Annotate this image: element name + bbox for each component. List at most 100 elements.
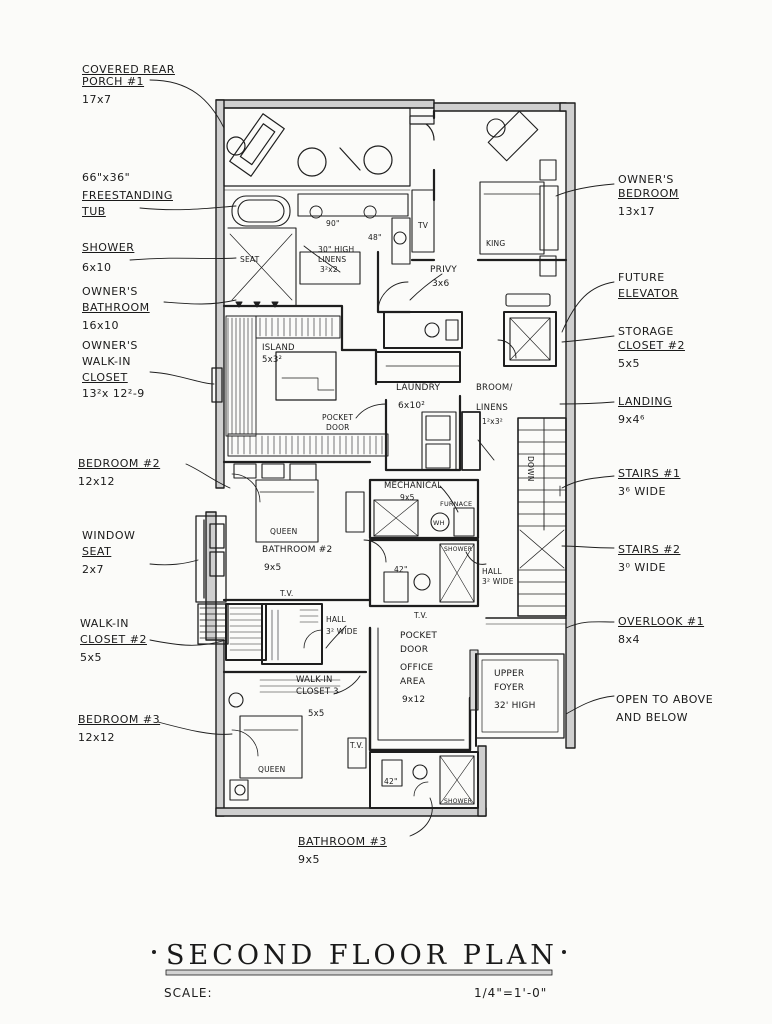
label-furnace: FURNACE (440, 500, 473, 508)
page-title: SECOND FLOOR PLAN (166, 940, 558, 971)
callout-size: 6x10 (82, 261, 112, 274)
label-tv-1: T.V. (280, 589, 294, 598)
callout-line: CLOSET (82, 371, 128, 384)
label-privy-size: 3x6 (432, 279, 450, 289)
label-island-size: 5x3² (262, 355, 283, 365)
callout-line: OWNER'S (618, 173, 674, 186)
callout-line: WALK-IN (82, 355, 131, 368)
callout-line: OWNER'S (82, 339, 138, 352)
callout-line: FREESTANDING (82, 189, 173, 202)
label-king: KING (486, 239, 506, 248)
callout-bathroom-3: BATHROOM #3 9x5 (298, 836, 387, 866)
title-frame (152, 950, 566, 976)
label-hall-2-width: 3² WIDE (326, 627, 358, 636)
callout-owners-walk-in-closet: OWNER'S WALK-IN CLOSET 13²x 12²-9 (82, 340, 145, 400)
callout-size: 9x4⁶ (618, 413, 645, 426)
label-broom: BROOM/ (476, 383, 513, 393)
label-tv-3: T.V. (350, 741, 364, 750)
label-broom-size: 1²x3² (482, 417, 503, 426)
bedroom-2 (222, 460, 372, 602)
label-broom-linens: LINENS (476, 403, 508, 413)
callout-shower: SHOWER 6x10 (82, 242, 134, 274)
upper-foyer (475, 653, 565, 747)
label-high-linens: 30" HIGH (318, 245, 355, 254)
callout-size: 17x7 (82, 93, 112, 106)
callout-line: OWNER'S (82, 285, 138, 298)
label-dim-42b: 42" (384, 777, 398, 786)
callout-line: FUTURE (618, 271, 665, 284)
callout-future-elevator: FUTURE ELEVATOR (618, 272, 679, 300)
callout-line: CLOSET #2 (618, 339, 685, 352)
label-seat: SEAT (240, 255, 260, 264)
label-office-area: AREA (400, 677, 426, 687)
callout-walk-in-closet-2: WALK-IN CLOSET #2 5x5 (80, 618, 147, 664)
callout-size: 12x12 (78, 475, 116, 488)
callout-line: LANDING (618, 395, 673, 408)
callout-line: CLOSET #2 (80, 633, 147, 646)
callout-line: BEDROOM #3 (78, 713, 161, 726)
label-hall-1: HALL (482, 567, 502, 576)
callout-owners-bathroom: OWNER'S BATHROOM 16x10 (82, 286, 150, 332)
label-shower-tag-1: SHOWER (444, 546, 473, 553)
callout-freestanding-tub: 66"x36" FREESTANDING TUB (82, 172, 173, 218)
label-hall-2: HALL (326, 615, 346, 624)
callout-line: 66"x36" (82, 171, 131, 184)
owners-bathroom (222, 185, 435, 352)
label-linens-size: 3²x2 (320, 265, 338, 274)
callout-line: STAIRS #2 (618, 543, 681, 556)
callout-line: WINDOW (82, 529, 136, 542)
label-linens: LINENS (318, 255, 347, 264)
callout-size: 2x7 (82, 563, 105, 576)
scale-value: 1/4"=1'-0" (474, 986, 548, 1000)
label-bathroom-2-size: 9x5 (264, 563, 282, 573)
callout-line: COVERED REAR (82, 63, 175, 76)
callout-line: WALK-IN (80, 617, 129, 630)
label-walkin-3b: CLOSET 3 (296, 687, 339, 697)
callout-line: OPEN TO ABOVE (616, 693, 714, 706)
mechanical-and-bathroom-2 (363, 478, 480, 608)
label-wh: WH (433, 519, 445, 527)
callout-line: BATHROOM #3 (298, 835, 387, 848)
callout-line: STAIRS #1 (618, 467, 681, 480)
label-foyer: FOYER (494, 683, 525, 693)
label-laundry: LAUNDRY (396, 383, 441, 393)
label-dim-42a: 42" (394, 565, 408, 574)
callout-line: STORAGE (618, 325, 674, 338)
leader-lines (129, 79, 615, 837)
callout-size: 8x4 (618, 633, 641, 646)
callout-bedroom-2: BEDROOM #2 12x12 (78, 458, 160, 488)
label-mechanical-size: 9x5 (400, 493, 415, 502)
callout-covered-rear-porch: COVERED REAR PORCH #1 17x7 (82, 64, 175, 106)
callout-size: 3⁰ WIDE (618, 561, 666, 574)
label-foyer-height: 32' HIGH (494, 701, 536, 711)
covered-rear-porch (223, 107, 435, 187)
bedroom-3 (222, 670, 368, 801)
callout-size: 5x5 (80, 651, 103, 664)
stairs (517, 417, 567, 617)
privy (383, 311, 463, 349)
window-seat-bay (195, 367, 229, 645)
callout-stairs-1: STAIRS #1 3⁶ WIDE (618, 468, 680, 498)
label-queen-1: QUEEN (270, 527, 298, 536)
callout-window-seat: WINDOW SEAT 2x7 (82, 530, 135, 576)
label-queen-2: QUEEN (258, 765, 286, 774)
callout-line: BEDROOM #2 (78, 457, 161, 470)
callout-line: BEDROOM (618, 187, 679, 200)
label-office: OFFICE (400, 663, 434, 673)
walk-in-closet-2 (225, 603, 323, 665)
owners-bedroom (377, 109, 568, 313)
callout-line: SEAT (82, 545, 112, 558)
callout-overlook-1: OVERLOOK #1 8x4 (618, 616, 704, 646)
office-area (368, 626, 479, 752)
callout-open-to-above: OPEN TO ABOVE AND BELOW (616, 694, 713, 724)
label-laundry-size: 6x10² (398, 401, 426, 411)
callout-storage-closet-2: STORAGE CLOSET #2 5x5 (618, 326, 685, 370)
label-hall-1-width: 3² WIDE (482, 577, 514, 586)
callout-size: 5x5 (618, 357, 641, 370)
callout-size: 13²x 12²-9 (82, 387, 145, 400)
label-office-size: 9x12 (402, 695, 426, 705)
callout-stairs-2: STAIRS #2 3⁰ WIDE (618, 544, 680, 574)
callout-line: TUB (82, 205, 106, 218)
callout-owners-bedroom: OWNER'S BEDROOM 13x17 (618, 174, 679, 218)
